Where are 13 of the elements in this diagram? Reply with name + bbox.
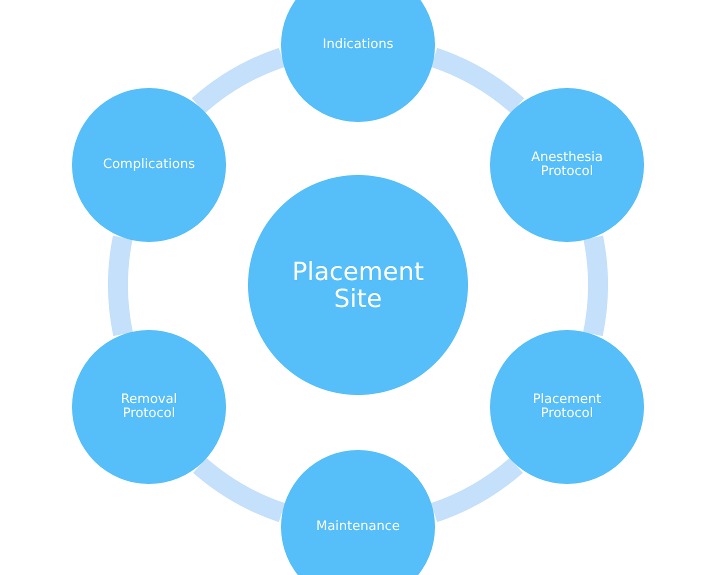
circle-label: Indications bbox=[322, 38, 394, 52]
circle-label: Removal Protocol bbox=[120, 392, 178, 422]
circle-label: Anesthesia Protocol bbox=[530, 150, 604, 180]
ring-connector bbox=[193, 458, 286, 522]
ring-connector bbox=[430, 48, 524, 114]
circle-label: Maintenance bbox=[316, 520, 400, 534]
ring-connector bbox=[583, 236, 608, 336]
ring-connector bbox=[430, 458, 523, 522]
circle-label: Complications bbox=[103, 158, 195, 172]
ring-connector bbox=[108, 236, 133, 336]
circle-label: Placement Protocol bbox=[532, 392, 602, 422]
circle-label: Placement Site bbox=[291, 258, 425, 312]
ring-connector bbox=[192, 48, 286, 114]
